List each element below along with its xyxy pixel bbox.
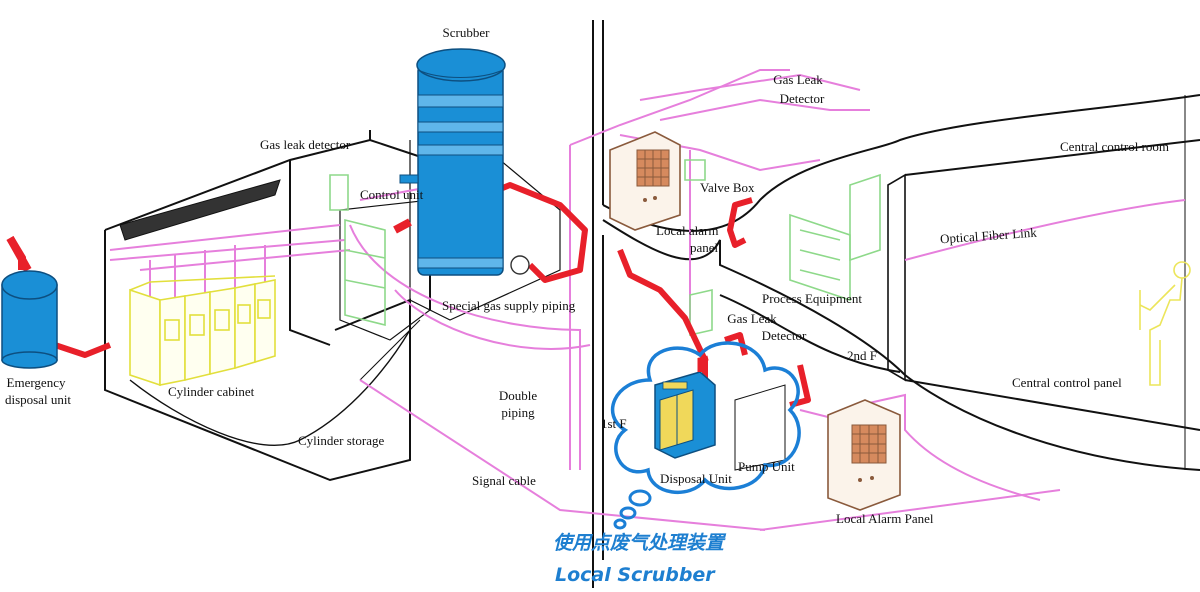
label-cylinder-cabinet: Cylinder cabinet xyxy=(168,384,255,399)
label-gas-leak-detector-top-line1: Gas Leak xyxy=(773,72,823,87)
label-special-gas-supply-piping: Special gas supply piping xyxy=(442,298,576,313)
label-double-piping-line2: piping xyxy=(501,405,535,420)
label-process-equipment: Process Equipment xyxy=(762,291,863,306)
label-central-control-room: Central control room xyxy=(1060,139,1170,154)
label-second-floor: 2nd F xyxy=(847,348,877,363)
scrubber-tower xyxy=(399,48,530,276)
green-units xyxy=(329,159,881,337)
label-local-alarm-panel-small-line2: panel xyxy=(690,240,719,255)
label-double-piping-line1: Double xyxy=(498,388,538,403)
label-control-unit: Control unit xyxy=(360,187,424,202)
cylinder-cabinets xyxy=(129,275,276,387)
label-first-floor: 1st F xyxy=(601,416,627,431)
label-disposal-unit: Disposal Unit xyxy=(660,471,732,486)
label-scrubber: Scrubber xyxy=(442,25,490,40)
local-scrubber-cloud xyxy=(610,341,801,530)
caption-english: Local Scrubber xyxy=(555,564,715,586)
label-local-alarm-panel: Local Alarm Panel xyxy=(836,511,934,526)
caption-chinese: 使用点废气处理装置 xyxy=(553,532,725,554)
local-alarm-panels xyxy=(609,131,901,511)
label-emergency-line1: Emergency xyxy=(6,375,66,390)
label-gas-leak-detector-top-line2: Detector xyxy=(779,91,825,106)
label-gas-leak-detector-mid-line1: Gas Leak xyxy=(727,311,777,326)
signal-cables xyxy=(109,69,1186,531)
label-signal-cable: Signal cable xyxy=(472,473,536,488)
label-local-alarm-panel-small-line1: Local alarm xyxy=(656,223,719,238)
label-central-control-panel: Central control panel xyxy=(1012,375,1122,390)
label-valve-box: Valve Box xyxy=(700,180,755,195)
central-control-panel-figure xyxy=(1139,261,1191,386)
emergency-disposal-unit xyxy=(1,235,58,369)
label-pump-unit: Pump Unit xyxy=(738,459,795,474)
building-structure xyxy=(104,20,1200,588)
label-gas-leak-detector-left: Gas leak detector xyxy=(260,137,351,152)
process-piping xyxy=(6,182,811,408)
label-cylinder-storage: Cylinder storage xyxy=(298,433,385,448)
label-emergency-line2: disposal unit xyxy=(4,392,72,407)
label-gas-leak-detector-mid-line2: Detector xyxy=(761,328,807,343)
